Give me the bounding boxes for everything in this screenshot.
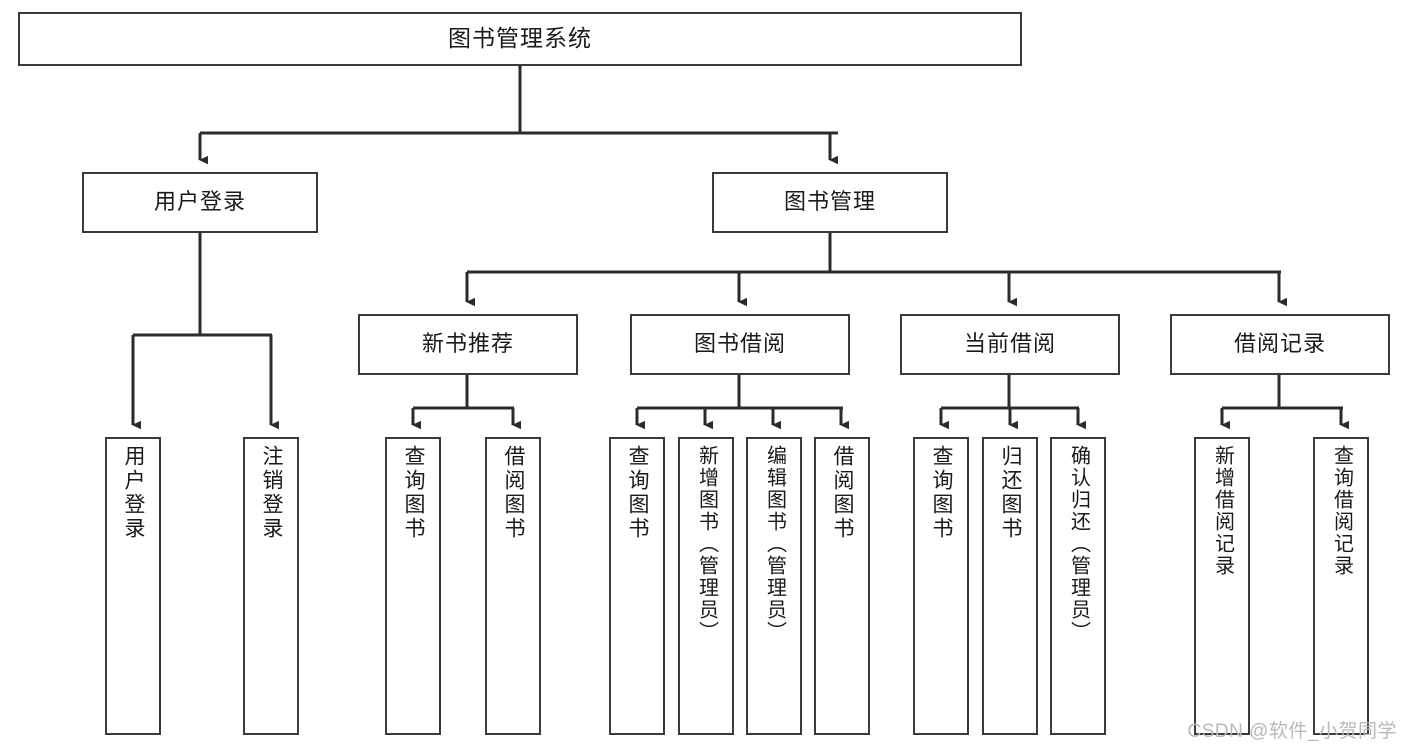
node-label: 用户登录 — [153, 189, 246, 215]
node-label: 用户登录 — [122, 445, 146, 541]
node-label: 新书推荐 — [421, 331, 514, 357]
leaf-query-book-current[interactable]: 查询图书 — [913, 437, 969, 735]
leaf-borrow-book[interactable]: 借阅图书 — [814, 437, 870, 735]
node-label: 图书借阅 — [693, 331, 786, 357]
leaf-add-borrow-record[interactable]: 新增借阅记录 — [1194, 437, 1250, 735]
node-current-borrow[interactable]: 当前借阅 — [900, 314, 1120, 375]
leaf-edit-book-admin[interactable]: 编辑图书（管理员） — [746, 437, 802, 735]
node-label: 当前借阅 — [963, 331, 1056, 357]
leaf-query-borrow-record[interactable]: 查询借阅记录 — [1313, 437, 1369, 735]
leaf-query-book-recommend[interactable]: 查询图书 — [385, 437, 441, 735]
node-label: 查询图书 — [930, 445, 954, 541]
csdn-watermark: CSDN @软件_小贺同学 — [1187, 721, 1397, 742]
leaf-logout-login[interactable]: 注销登录 — [243, 437, 299, 735]
node-label: 图书管理系统 — [448, 25, 592, 52]
node-root-book-management-system[interactable]: 图书管理系统 — [18, 12, 1022, 66]
leaf-query-book-borrow[interactable]: 查询图书 — [609, 437, 665, 735]
node-label: 查询图书 — [626, 445, 650, 541]
node-label: 新增图书（管理员） — [695, 445, 718, 643]
node-label: 查询借阅记录 — [1330, 445, 1353, 577]
node-label: 借阅记录 — [1233, 331, 1326, 357]
node-label: 图书管理 — [783, 189, 876, 215]
node-label: 确认归还（管理员） — [1067, 445, 1090, 643]
node-label: 编辑图书（管理员） — [763, 445, 786, 643]
node-borrow-record[interactable]: 借阅记录 — [1170, 314, 1390, 375]
node-label: 新增借阅记录 — [1211, 445, 1234, 577]
leaf-confirm-return-admin[interactable]: 确认归还（管理员） — [1050, 437, 1106, 735]
node-book-borrow[interactable]: 图书借阅 — [630, 314, 850, 375]
node-user-login[interactable]: 用户登录 — [82, 172, 318, 233]
leaf-add-book-admin[interactable]: 新增图书（管理员） — [678, 437, 734, 735]
leaf-user-login[interactable]: 用户登录 — [105, 437, 161, 735]
node-label: 注销登录 — [260, 445, 284, 541]
leaf-borrow-book-recommend[interactable]: 借阅图书 — [485, 437, 541, 735]
node-label: 借阅图书 — [831, 445, 855, 541]
node-label: 借阅图书 — [502, 445, 526, 541]
node-label: 归还图书 — [999, 445, 1023, 541]
node-label: 查询图书 — [402, 445, 426, 541]
node-book-management[interactable]: 图书管理 — [712, 172, 948, 233]
leaf-return-book[interactable]: 归还图书 — [982, 437, 1038, 735]
node-new-book-recommend[interactable]: 新书推荐 — [358, 314, 578, 375]
